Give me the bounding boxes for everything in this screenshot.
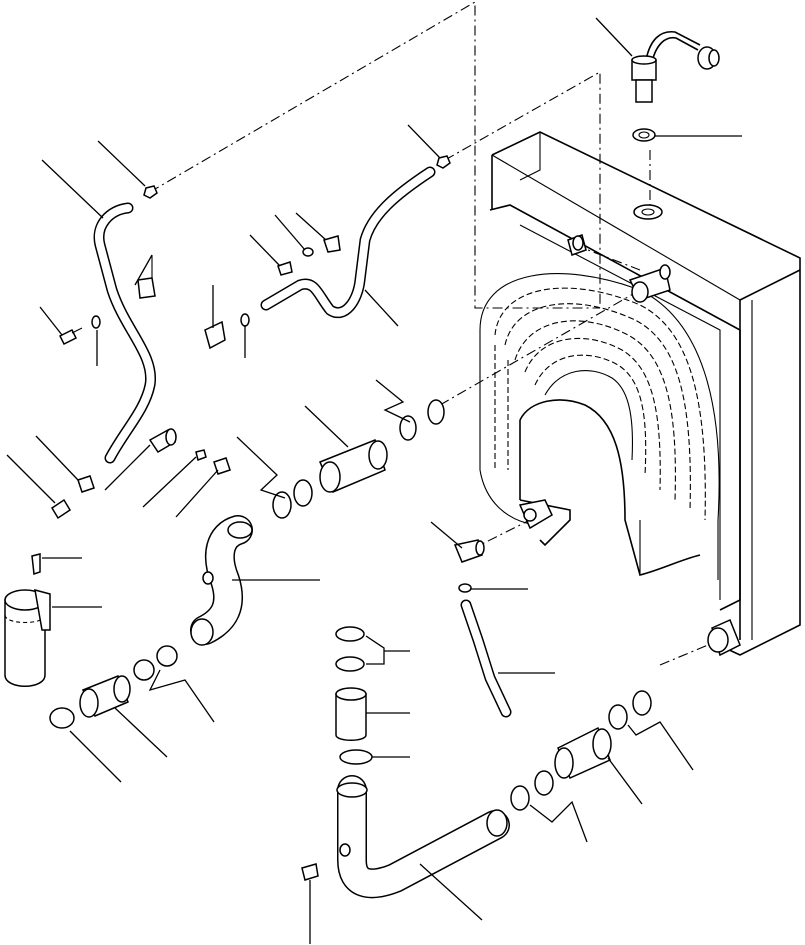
bypass-hose <box>260 166 436 318</box>
center-sleeve-stack <box>335 626 373 765</box>
drain-hose <box>460 599 512 718</box>
radiator-assembly <box>479 131 801 657</box>
small-hardware <box>50 155 485 593</box>
upper-hose <box>93 202 157 464</box>
lower-pipe <box>301 775 510 899</box>
upper-sleeve-group <box>272 399 445 519</box>
temperature-sender <box>631 31 720 142</box>
leader-lines <box>6 17 742 944</box>
lower-right-sleeve-group <box>510 690 652 811</box>
lower-left-sleeve-group <box>49 645 178 729</box>
canister <box>4 553 51 687</box>
elbow-hose <box>190 515 253 646</box>
